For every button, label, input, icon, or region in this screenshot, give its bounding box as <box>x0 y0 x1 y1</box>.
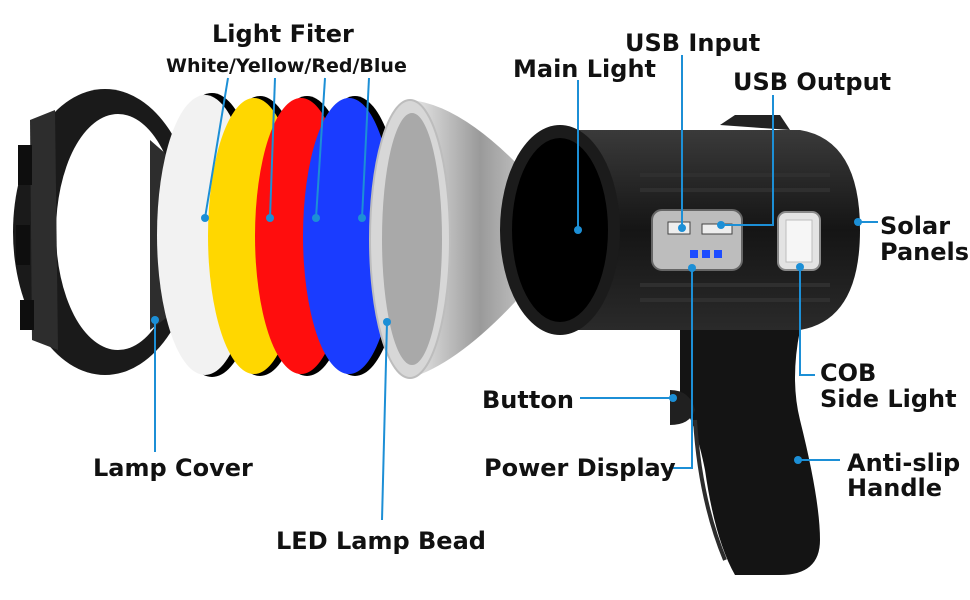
leader-yellow <box>269 77 276 219</box>
label-usb-output: USB Output <box>733 68 892 96</box>
blue-filter <box>303 98 395 374</box>
label-usb-input: USB Input <box>625 29 761 57</box>
label-anti-slip-2: Handle <box>847 474 943 502</box>
light-filters <box>157 93 403 377</box>
label-power-display: Power Display <box>484 454 676 482</box>
leader-white <box>204 77 229 219</box>
reflector <box>369 99 550 379</box>
flashlight-body <box>500 115 860 575</box>
label-cob-1: COB <box>820 359 877 387</box>
leader-lines <box>154 55 878 521</box>
leader-blue <box>361 77 370 219</box>
label-cob-2: Side Light <box>820 385 957 413</box>
label-solar-1: Solar <box>880 212 951 240</box>
leader-led-bead <box>381 321 388 521</box>
leader-usb-output <box>721 95 774 226</box>
label-anti-slip-1: Anti-slip <box>847 449 961 477</box>
leader-cob <box>799 267 815 376</box>
label-led-lamp-bead: LED Lamp Bead <box>276 527 486 555</box>
leader-power-display <box>669 268 693 469</box>
label-filter-colors: White/Yellow/Red/Blue <box>166 55 407 77</box>
label-light-filter: Light Fiter <box>212 20 354 48</box>
label-lamp-cover: Lamp Cover <box>93 454 253 482</box>
label-main-light: Main Light <box>513 55 657 83</box>
leader-dots <box>151 214 862 464</box>
label-button: Button <box>482 386 574 414</box>
leader-red <box>315 77 326 219</box>
label-solar-2: Panels <box>880 238 970 266</box>
